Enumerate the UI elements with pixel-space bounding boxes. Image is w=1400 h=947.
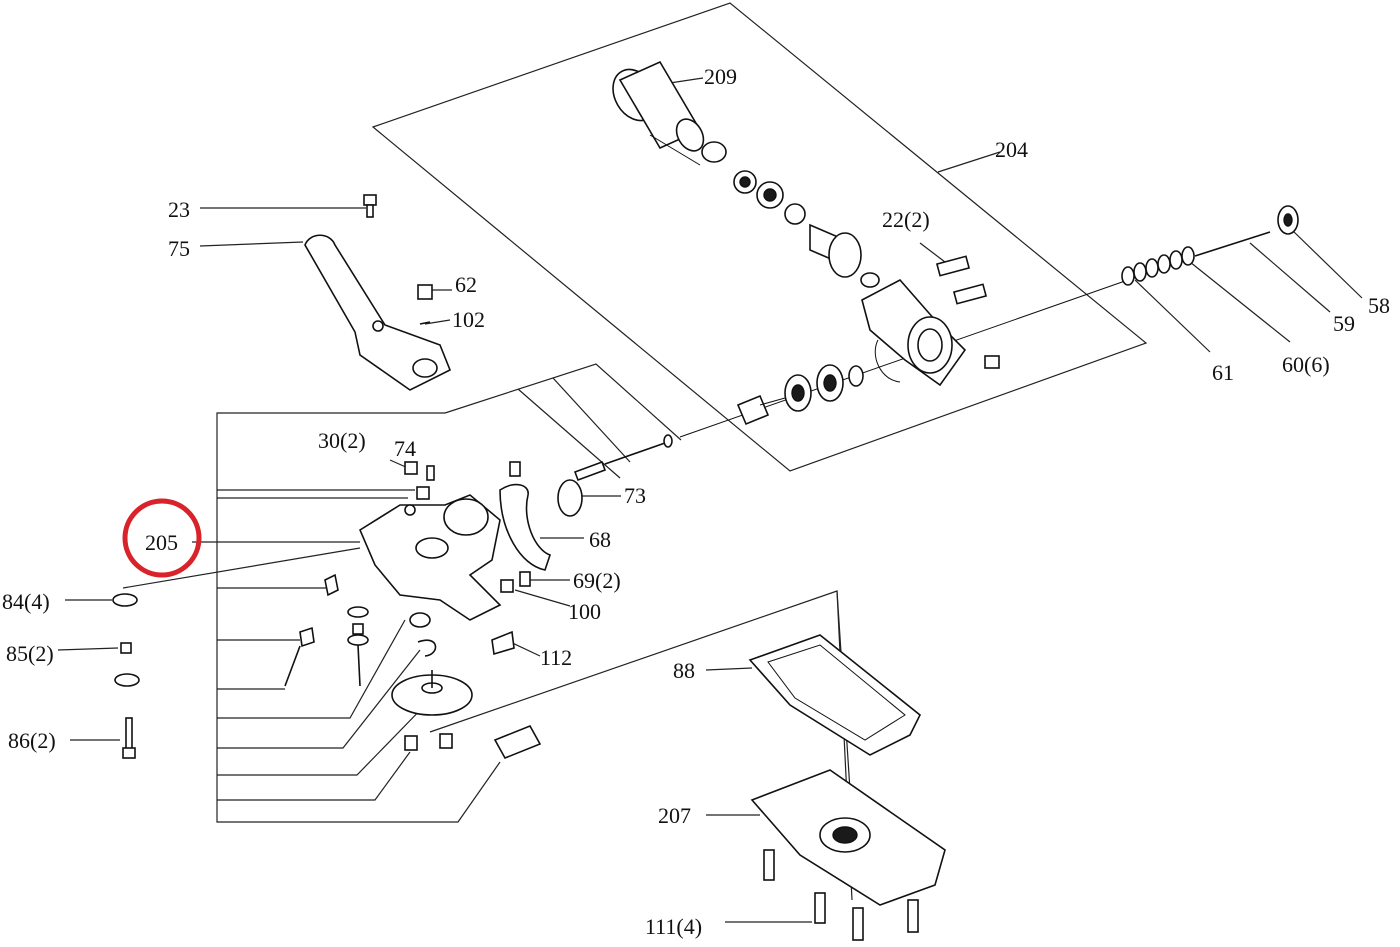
assembly-204-outline xyxy=(371,2,1148,472)
leader-lines xyxy=(57,77,1363,923)
label-207: 207 xyxy=(658,803,691,828)
part-111-screws xyxy=(763,849,919,941)
part-84-washer xyxy=(112,593,138,607)
part-pulley xyxy=(391,670,473,716)
label-204: 204 xyxy=(995,137,1028,162)
part-front-bearings xyxy=(736,364,864,426)
label-59: 59 xyxy=(1333,311,1355,336)
label-30-2: 30(2) xyxy=(318,428,366,453)
part-73-ring xyxy=(557,479,583,517)
assembly-205-bracket xyxy=(216,363,682,823)
part-62-bushing xyxy=(417,284,433,300)
label-86-2: 86(2) xyxy=(8,728,56,753)
label-61: 61 xyxy=(1212,360,1234,385)
part-23-screw xyxy=(363,194,377,218)
label-111-4: 111(4) xyxy=(645,914,702,939)
part-88-gasket xyxy=(748,634,922,756)
label-74: 74 xyxy=(394,436,416,461)
label-73: 73 xyxy=(624,483,646,508)
label-112: 112 xyxy=(540,645,572,670)
part-209-motor-cartridge xyxy=(612,60,727,166)
label-209: 209 xyxy=(704,64,737,89)
part-bushings xyxy=(404,733,453,751)
part-69-screw xyxy=(519,571,531,587)
label-88: 88 xyxy=(673,658,695,683)
label-60-6: 60(6) xyxy=(1282,352,1330,377)
highlight-circle-205 xyxy=(122,498,202,578)
part-68-protractor xyxy=(499,461,552,571)
part-207-base-plate xyxy=(750,769,946,906)
part-bracket-u xyxy=(493,724,542,760)
part-85-nut xyxy=(120,642,132,654)
label-69-2: 69(2) xyxy=(573,568,621,593)
part-84-washer-lower xyxy=(114,673,140,687)
part-spring-pin xyxy=(573,434,673,482)
label-62: 62 xyxy=(455,272,477,297)
part-205-base-casting xyxy=(358,461,502,621)
part-112-clip xyxy=(491,630,515,656)
part-102-pin xyxy=(419,321,431,325)
label-75: 75 xyxy=(168,236,190,261)
assembly-207-outline xyxy=(429,590,853,901)
label-102: 102 xyxy=(452,307,485,332)
part-small-hardware-left xyxy=(284,573,437,687)
label-100: 100 xyxy=(568,599,601,624)
part-75-lever xyxy=(304,234,452,391)
part-204-spindle-stack xyxy=(733,170,1000,387)
part-58-59-60-61-rod-washers xyxy=(1121,205,1299,286)
label-58: 58 xyxy=(1368,293,1390,318)
label-68: 68 xyxy=(589,527,611,552)
label-85-2: 85(2) xyxy=(6,641,54,666)
label-205: 205 xyxy=(145,530,178,555)
label-84-4: 84(4) xyxy=(2,589,50,614)
label-23: 23 xyxy=(168,197,190,222)
label-22-2: 22(2) xyxy=(882,207,930,232)
part-100-nut xyxy=(500,579,514,593)
part-86-screw xyxy=(122,717,136,759)
part-labels: 209 204 23 75 62 102 22(2) 58 59 61 60(6… xyxy=(2,64,1390,939)
